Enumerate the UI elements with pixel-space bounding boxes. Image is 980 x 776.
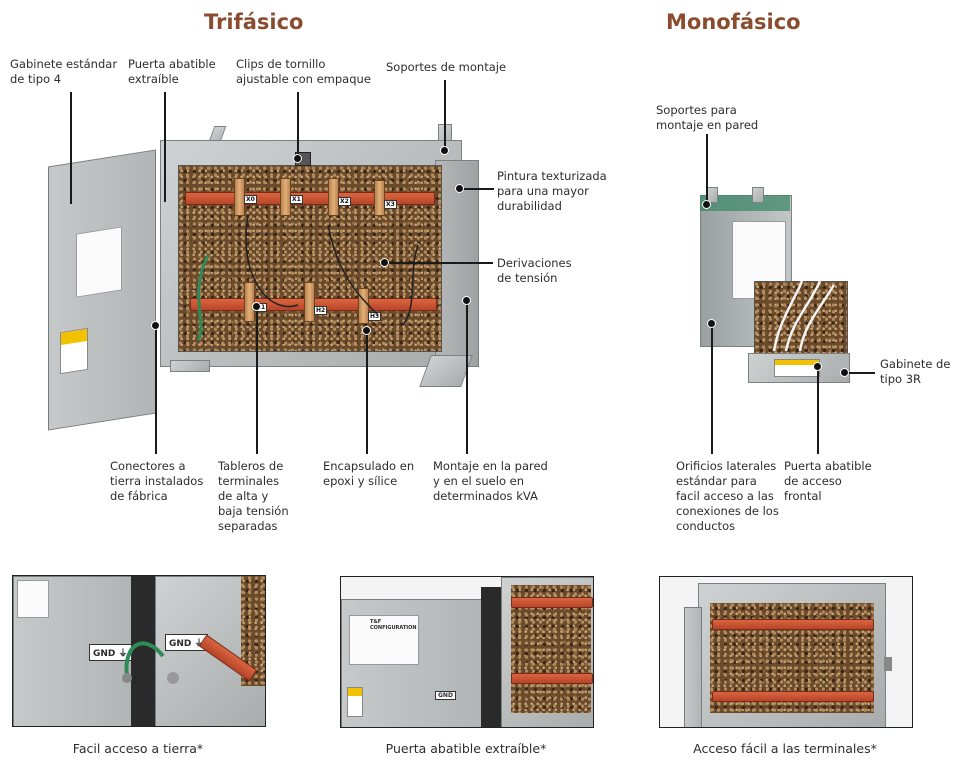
terminal-tag-x0: X0 <box>244 195 257 204</box>
leader-front-door <box>817 366 819 454</box>
gnd-label-door: GND ⏚ <box>89 644 132 661</box>
single-phase-wires <box>772 281 836 352</box>
leader-enclosure <box>70 92 72 204</box>
caption-terminal-access: Acceso fácil a las terminales* <box>693 741 877 756</box>
single-phase-top-band <box>700 195 790 211</box>
terminal-tag-x2: X2 <box>338 197 351 206</box>
leader-paint <box>460 188 494 190</box>
leader-dot-taps <box>380 258 389 267</box>
mount-foot <box>170 360 210 372</box>
leader-enclosure-3r <box>845 372 875 374</box>
inset-bottom-busbar <box>712 691 874 702</box>
inset-hinge-gap <box>481 587 503 727</box>
leader-dot-ground <box>151 321 160 330</box>
leader-terminal-boards <box>256 306 258 454</box>
leader-dot-wall-floor <box>462 296 471 305</box>
inset-removable-door: T&F CONFIGURATION GND <box>340 576 594 728</box>
inset-ground-access: GND ⏚ GND ⏚ <box>12 575 266 727</box>
heading-single-phase: Monofásico <box>666 10 801 34</box>
inset-open-door <box>684 607 702 727</box>
terminal-tag-h2: H2 <box>314 306 328 315</box>
leader-clips <box>297 92 299 158</box>
terminal-lug <box>304 282 315 322</box>
callout-mount-brackets: Soportes de montaje <box>386 60 507 74</box>
ground-symbol-icon: ⏚ <box>118 649 128 659</box>
door-warning-label <box>60 327 88 375</box>
leader-mount-brackets <box>444 80 446 150</box>
door-sticker <box>76 226 122 298</box>
leader-dot-terminal-boards <box>252 302 261 311</box>
leader-dot-mount-brackets <box>440 146 449 155</box>
inset-sticker <box>17 580 49 618</box>
leader-dot-encapsulated <box>362 326 371 335</box>
wall-bracket-right <box>752 187 764 203</box>
heading-three-phase: Trifásico <box>204 10 304 34</box>
enclosure-3r-front <box>748 353 850 383</box>
leader-dot-clips <box>293 154 302 163</box>
inset-door-gap <box>131 576 155 726</box>
caption-removable-door: Puerta abatible extraíble* <box>385 741 547 756</box>
leader-dot-knockouts <box>707 319 716 328</box>
leader-taps <box>385 262 493 264</box>
leader-dot-front-door <box>813 362 822 371</box>
leader-dot-enclosure-3r <box>840 368 849 377</box>
leader-wall-floor <box>466 300 468 454</box>
terminal-lug <box>374 180 385 216</box>
leader-knockouts <box>711 324 713 454</box>
single-phase-transformer-photo <box>690 185 865 390</box>
three-phase-transformer-photo: X0 X1 X2 X3 H1 H2 H3 <box>40 120 490 440</box>
tap-wires <box>196 214 419 341</box>
leader-dot-wall-brackets <box>702 200 711 209</box>
leader-dot-paint <box>455 184 464 193</box>
inset-bottom-busbar <box>511 673 593 684</box>
inset-side-latch <box>884 657 892 671</box>
leader-wall-brackets <box>706 134 708 204</box>
leader-door <box>164 92 166 202</box>
terminal-tag-x1: X1 <box>290 195 303 204</box>
inset-top-busbar <box>712 619 874 630</box>
gnd-label: GND <box>435 691 456 700</box>
leader-ground <box>155 326 157 454</box>
inset-door-sticker: T&F CONFIGURATION <box>349 615 419 665</box>
inset-top-busbar <box>511 597 593 608</box>
leader-encapsulated <box>366 330 368 454</box>
inset-warning <box>347 687 363 717</box>
terminal-tag-x3: X3 <box>384 200 397 209</box>
inset-ground-wire <box>122 641 179 684</box>
inset-terminal-access <box>659 576 913 728</box>
caption-ground-access: Facil acceso a tierra* <box>72 741 204 756</box>
